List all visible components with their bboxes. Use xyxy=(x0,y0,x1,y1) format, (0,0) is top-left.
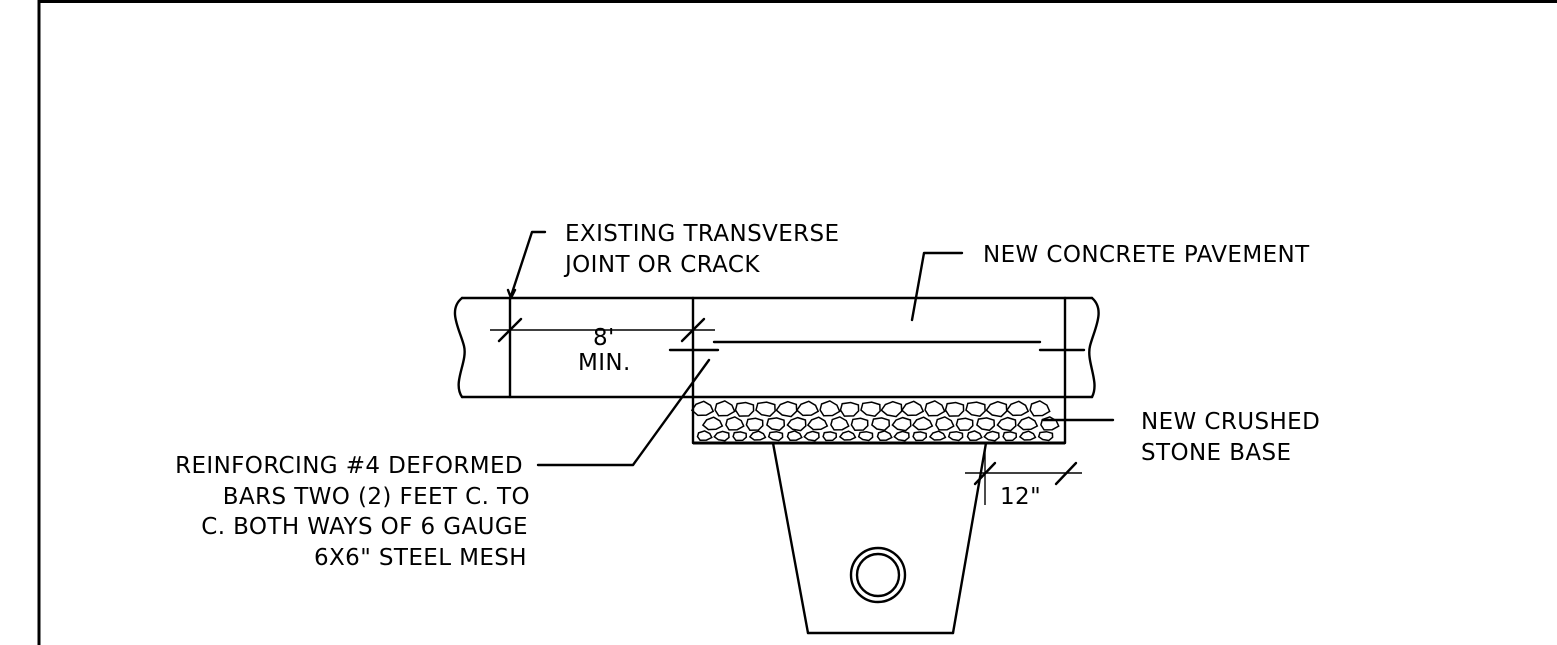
stone xyxy=(786,416,807,432)
stone xyxy=(822,431,838,442)
dimension-12in-label: 12" xyxy=(1000,484,1041,510)
stone xyxy=(976,417,996,432)
stone xyxy=(839,401,860,417)
dimension-min-label: MIN. xyxy=(578,350,631,376)
stone-pattern xyxy=(690,400,1060,442)
stone xyxy=(985,400,1008,418)
patch-edge-joints xyxy=(691,296,1067,399)
leader-new-pavement xyxy=(910,251,964,322)
stone xyxy=(955,417,974,431)
stone xyxy=(1002,431,1018,442)
dimension-12in xyxy=(965,450,1082,505)
stone xyxy=(944,401,965,417)
reinforcing-label-line-3: C. BOTH WAYS OF 6 GAUGE xyxy=(201,514,528,540)
stone xyxy=(935,416,955,431)
stone xyxy=(965,401,986,418)
stone xyxy=(996,416,1017,432)
stone xyxy=(857,430,874,442)
stone xyxy=(1005,400,1030,417)
stone xyxy=(966,430,983,441)
stone xyxy=(701,416,724,431)
underdrain-trench xyxy=(771,441,988,635)
drain-pipe xyxy=(849,546,907,604)
drawing-frame xyxy=(37,0,1557,645)
stone xyxy=(1016,416,1039,431)
leader-reinforcing xyxy=(536,358,711,467)
leader-existing-joint xyxy=(506,230,547,300)
stone xyxy=(893,430,910,442)
stone xyxy=(871,417,891,432)
reinforcing-label-line-2: BARS TWO (2) FEET C. TO xyxy=(223,484,530,510)
stone xyxy=(748,430,767,441)
stone xyxy=(911,416,934,431)
stone xyxy=(767,430,784,442)
crushed-stone-label-line-2: STONE BASE xyxy=(1141,440,1291,466)
stone xyxy=(732,431,748,442)
stone xyxy=(819,400,841,417)
stone xyxy=(912,431,928,442)
stone xyxy=(880,400,903,418)
stone xyxy=(947,430,964,442)
stone xyxy=(803,430,820,442)
stone xyxy=(755,401,776,418)
stone xyxy=(850,417,869,431)
stone xyxy=(900,400,925,417)
stone xyxy=(891,416,912,432)
existing-joint-label-line-1: EXISTING TRANSVERSE xyxy=(565,221,839,247)
stone xyxy=(1018,430,1037,441)
new-pavement-label: NEW CONCRETE PAVEMENT xyxy=(983,242,1310,268)
crushed-stone-label-line-1: NEW CRUSHED xyxy=(1141,409,1320,435)
dimension-8ft-label: 8' xyxy=(593,325,615,351)
stone xyxy=(696,430,713,441)
stone xyxy=(690,400,715,417)
dimension-8ft xyxy=(490,317,715,343)
pavement-slab xyxy=(453,296,1100,399)
stone xyxy=(876,430,893,441)
stone xyxy=(766,417,786,432)
stone xyxy=(786,430,803,441)
reinforcing-label-line-4: 6X6" STEEL MESH xyxy=(314,545,527,571)
stone xyxy=(734,401,755,417)
reinforcing-bar xyxy=(668,340,1086,352)
stone xyxy=(1037,430,1054,442)
stone xyxy=(983,430,1000,442)
stone xyxy=(838,430,857,441)
stone xyxy=(1029,400,1051,417)
crushed-stone-base xyxy=(690,395,1067,445)
existing-joint-label-line-2: JOINT OR CRACK xyxy=(563,252,760,278)
reinforcing-label-line-1: REINFORCING #4 DEFORMED xyxy=(175,453,523,479)
stone xyxy=(775,400,798,418)
stone xyxy=(924,400,946,417)
stone xyxy=(830,416,850,431)
stone xyxy=(806,416,829,431)
stone xyxy=(713,430,730,442)
stone xyxy=(795,400,820,417)
stone xyxy=(928,430,947,441)
stone xyxy=(725,416,745,431)
stone xyxy=(714,400,736,417)
stone xyxy=(745,417,764,431)
stone xyxy=(860,401,881,418)
